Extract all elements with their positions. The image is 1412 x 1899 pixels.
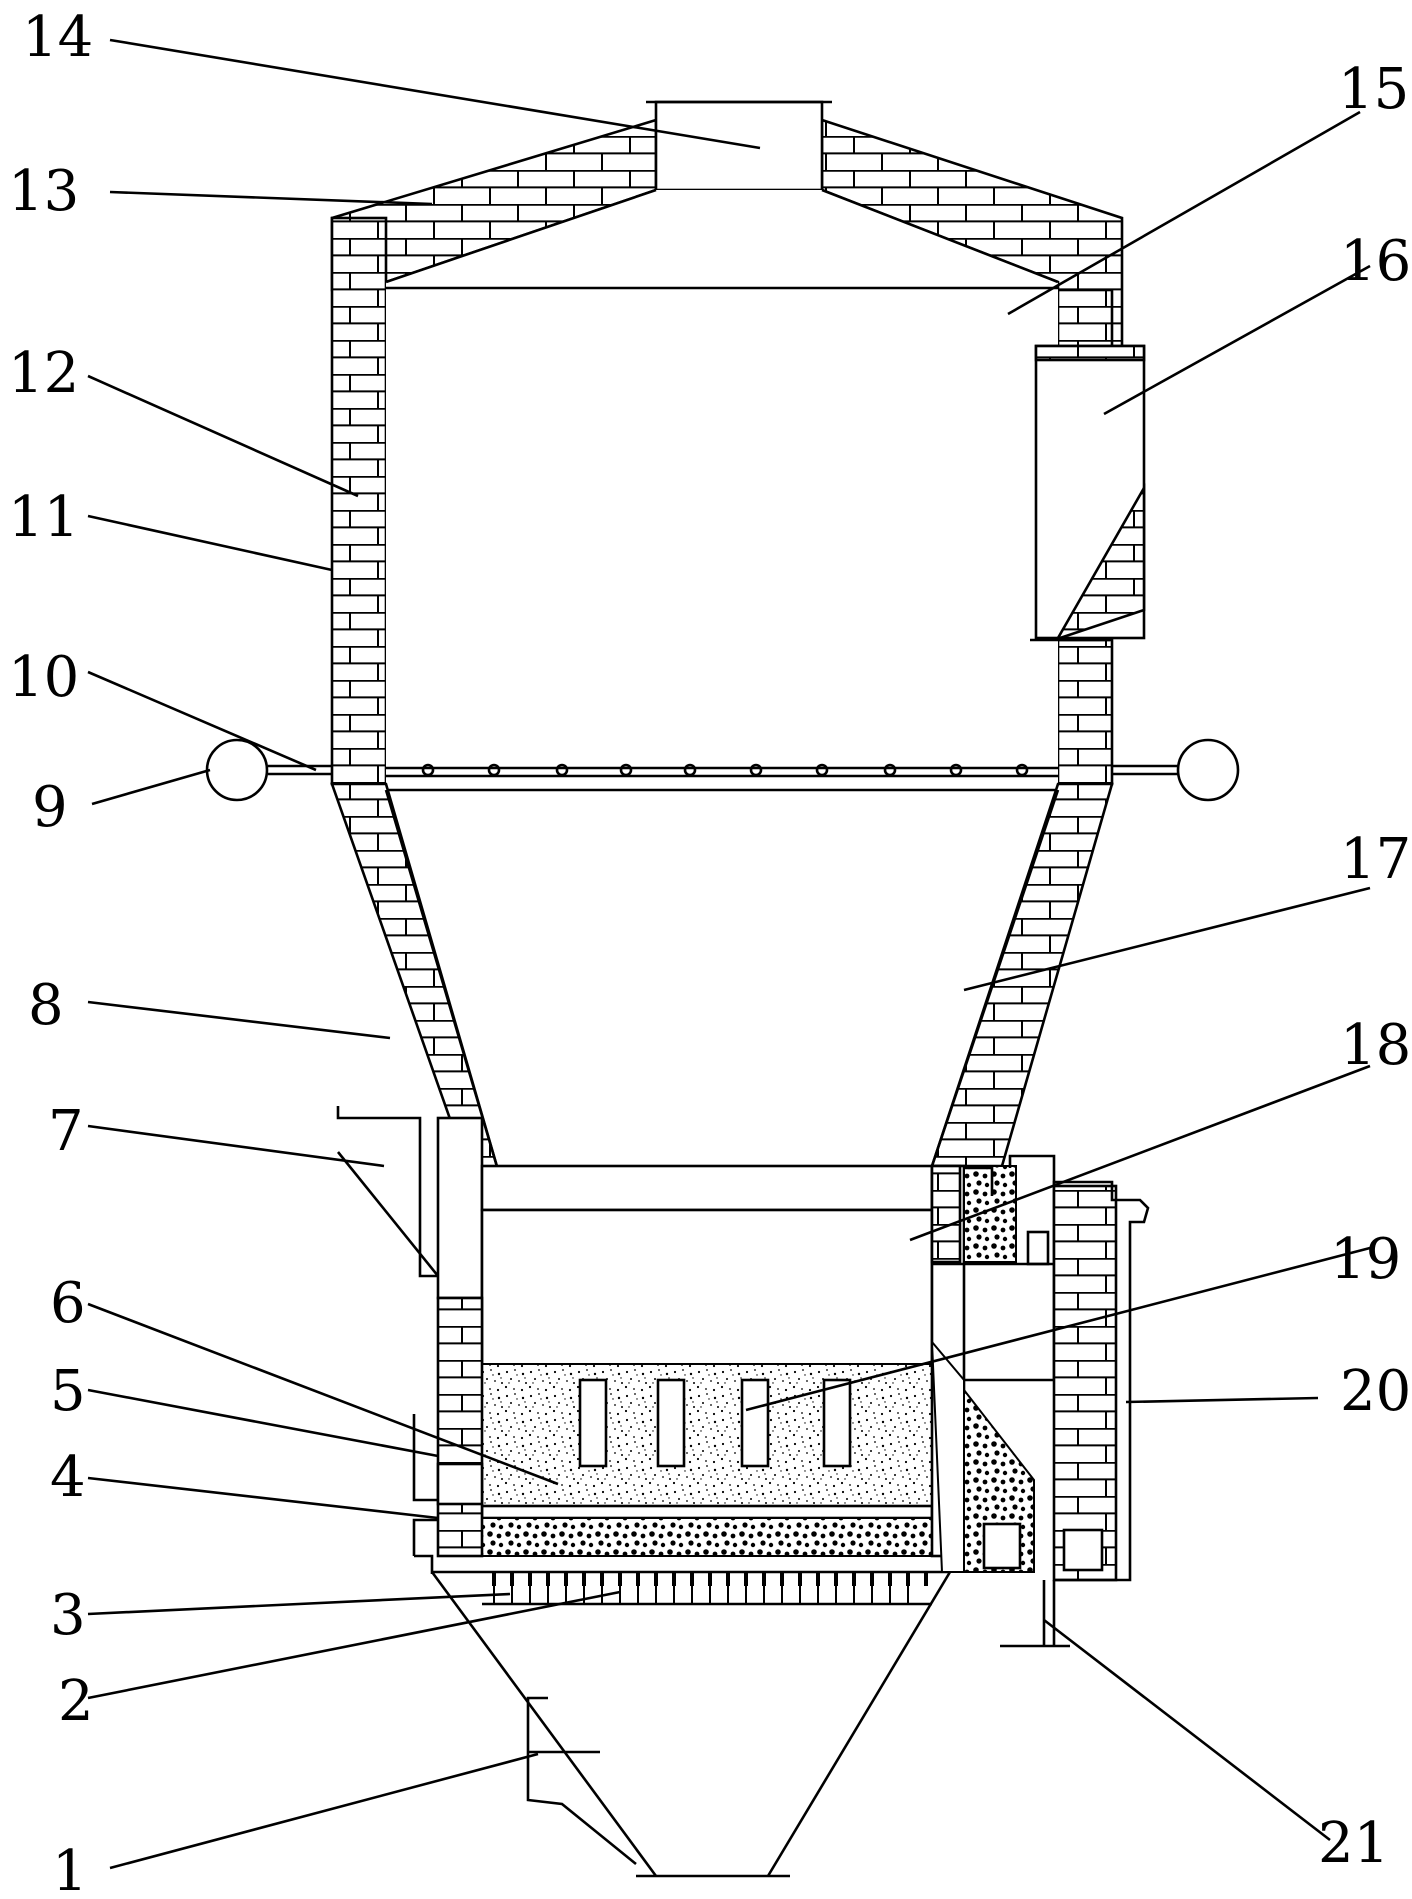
fluidized-bed — [481, 1363, 933, 1515]
callout-19: 19 — [1330, 1227, 1401, 1292]
callout-10: 10 — [8, 645, 79, 710]
bed-layer — [480, 1504, 934, 1520]
upper-chamber — [385, 188, 1059, 792]
callout-15: 15 — [1338, 57, 1409, 122]
feed-hopper — [336, 1106, 484, 1300]
callout-16: 16 — [1340, 229, 1411, 294]
lower-left-brick — [436, 1296, 484, 1558]
callout-2: 2 — [58, 1669, 94, 1734]
callout-21: 21 — [1318, 1811, 1389, 1876]
callout-18: 18 — [1340, 1013, 1411, 1078]
callout-1: 1 — [52, 1839, 88, 1899]
flue-outlet — [654, 100, 824, 192]
upper-right-brick-wall — [1056, 638, 1114, 786]
coarse-layer — [481, 1517, 933, 1557]
air-header-left — [205, 738, 332, 802]
callout-17: 17 — [1340, 827, 1411, 892]
callout-6: 6 — [50, 1271, 86, 1336]
callout-8: 8 — [28, 973, 64, 1038]
callout-4: 4 — [50, 1445, 86, 1510]
callout-12: 12 — [8, 341, 79, 406]
right-brick-column — [1052, 1184, 1118, 1582]
upper-left-brick-wall — [330, 216, 388, 786]
bottom-hopper — [430, 1571, 952, 1878]
callout-7: 7 — [48, 1099, 84, 1164]
callout-14: 14 — [22, 5, 93, 70]
callout-20: 20 — [1340, 1359, 1411, 1424]
right-side-assembly — [930, 1154, 1150, 1648]
air-header-right — [1112, 738, 1240, 802]
side-inlet-box — [1030, 344, 1146, 642]
lower-reactor — [480, 1164, 934, 1557]
callout-3: 3 — [50, 1583, 86, 1648]
callout-leaders — [87, 38, 1371, 1870]
callout-11: 11 — [8, 485, 79, 550]
callout-labels: 14 13 15 16 12 11 10 9 17 8 18 7 19 6 5 … — [8, 5, 1411, 1899]
callout-5: 5 — [50, 1359, 86, 1424]
distributor-plate — [432, 1570, 950, 1606]
callout-13: 13 — [8, 159, 79, 224]
air-distribution-ring — [386, 763, 1058, 778]
callout-9: 9 — [32, 775, 68, 840]
